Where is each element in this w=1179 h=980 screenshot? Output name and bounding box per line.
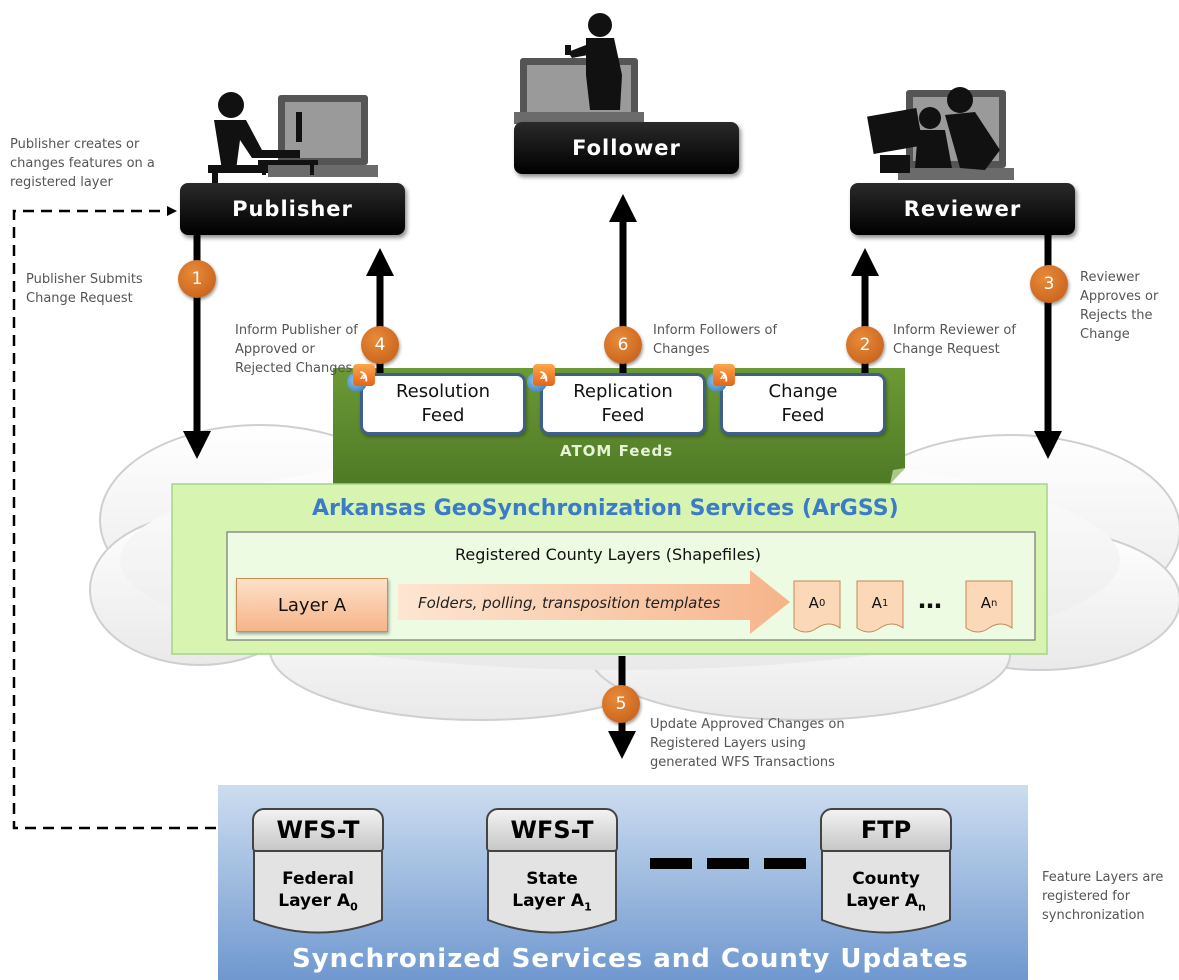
version-a1-base: A [871,594,882,612]
sync-title: Synchronized Services and County Updates [292,944,969,974]
county-service-header[interactable]: FTP [820,808,952,852]
federal-layer-label: Federal Layer A0 [254,868,382,918]
federal-line1: Federal [282,869,354,889]
county-line1: County [852,869,920,889]
publisher-box[interactable]: Publisher [180,183,405,235]
publisher-label: Publisher [232,197,353,221]
county-layer-label: County Layer An [822,868,950,918]
federal-line2: Layer A [278,891,351,911]
resolution-feed-line2: Feed [421,405,465,426]
resolution-feed-line1: Resolution [395,381,491,402]
note-update-changes: Update Approved Changes on Registered La… [650,717,845,770]
reviewer-silhouette-icon [867,87,1000,173]
change-feed-line1: Change [768,381,838,402]
note-feature-layers: Feature Layers are registered for synchr… [1042,870,1164,923]
state-sub: 1 [584,900,592,914]
note-inform-followers: Inform Followers of Changes [653,323,778,357]
rss-globe-icon: ϡ [707,364,737,394]
state-line2: Layer A [512,891,585,911]
version-a0-base: A [808,594,819,612]
version-documents [793,580,1013,633]
federal-service-header[interactable]: WFS-T [252,808,384,852]
step-badge-2: 2 [846,326,884,364]
replication-feed-line1: Replication [573,381,673,402]
note-publisher-submits: Publisher Submits Change Request [26,272,143,306]
county-protocol: FTP [860,816,912,844]
registered-layers-title: Registered County Layers (Shapefiles) [455,545,761,564]
transposition-arrow-text: Folders, polling, transposition template… [418,594,721,612]
federal-sub: 0 [350,900,358,914]
layer-a-label: Layer A [277,594,347,616]
rss-globe-icon: ϡ [347,364,377,394]
follower-silhouette-icon [565,13,622,110]
version-a0-sub: 0 [818,597,826,609]
rss-globe-icon: ϡ [527,364,557,394]
replication-feed-line2: Feed [601,405,645,426]
change-feed-line2: Feed [781,405,825,426]
version-ellipsis: … [918,586,943,614]
step-badge-4: 4 [361,326,399,364]
feedback-dashed-line [12,206,216,830]
state-layer-label: State Layer A1 [488,868,616,918]
database-cylinders [253,829,951,934]
version-a1-sub: 1 [881,597,889,609]
follower-box[interactable]: Follower [514,122,739,174]
step-badge-1: 1 [178,260,216,298]
federal-protocol: WFS-T [276,816,360,844]
step-badge-5: 5 [602,685,640,723]
county-sub: n [918,900,926,914]
version-an-base: A [980,594,991,612]
state-protocol: WFS-T [510,816,594,844]
note-reviewer-approves: Reviewer Approves or Rejects the Change [1080,270,1159,342]
atom-feeds-label: ATOM Feeds [560,442,674,460]
argss-title: Arkansas GeoSynchronization Services (Ar… [312,496,899,521]
note-inform-reviewer: Inform Reviewer of Change Request [893,323,1016,357]
layer-a-box[interactable]: Layer A [236,578,388,632]
step-badge-3: 3 [1030,265,1068,303]
reviewer-box[interactable]: Reviewer [850,183,1075,235]
follower-laptop-icon [514,58,644,130]
step-badge-6: 6 [604,326,642,364]
transposition-arrow [398,570,790,634]
follower-label: Follower [572,136,681,160]
note-inform-publisher: Inform Publisher of Approved or Rejected… [235,323,358,376]
state-line1: State [526,869,578,889]
state-service-header[interactable]: WFS-T [486,808,618,852]
county-line2: Layer A [846,891,918,911]
reviewer-label: Reviewer [903,197,1022,221]
note-publisher-creates: Publisher creates or changes features on… [10,137,155,190]
service-continuation-dashes [650,858,806,869]
version-an-sub: n [990,597,998,609]
